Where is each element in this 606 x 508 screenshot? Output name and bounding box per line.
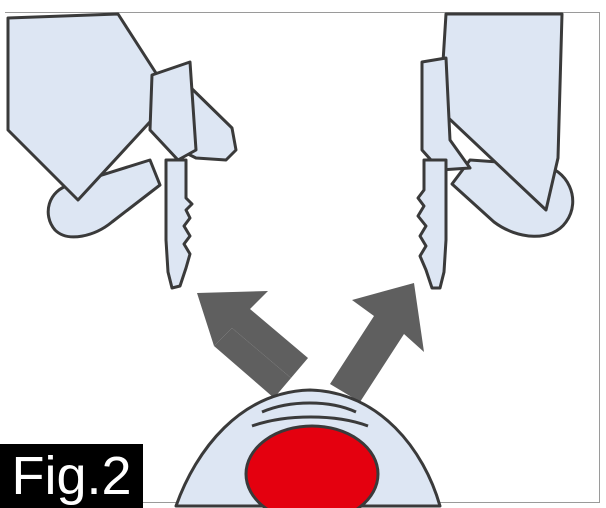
right-key-blade (416, 158, 448, 290)
arrow-up-left-shaft (214, 328, 291, 398)
right-key-head (420, 56, 472, 172)
left-key-assembly (6, 12, 238, 290)
left-key-head (148, 60, 198, 162)
button-housing-line-1 (261, 401, 357, 414)
arrow-up-left (197, 291, 308, 378)
left-key-blade (164, 158, 194, 290)
figure-label: Fig.2 (0, 444, 143, 508)
button-housing-line-2 (251, 415, 369, 428)
left-key-ring (46, 158, 162, 239)
arrow-up-right (330, 283, 424, 402)
release-button-housing (174, 388, 442, 508)
right-key-assembly (416, 12, 575, 290)
red-release-button (244, 424, 380, 508)
left-key-fob (6, 12, 174, 202)
